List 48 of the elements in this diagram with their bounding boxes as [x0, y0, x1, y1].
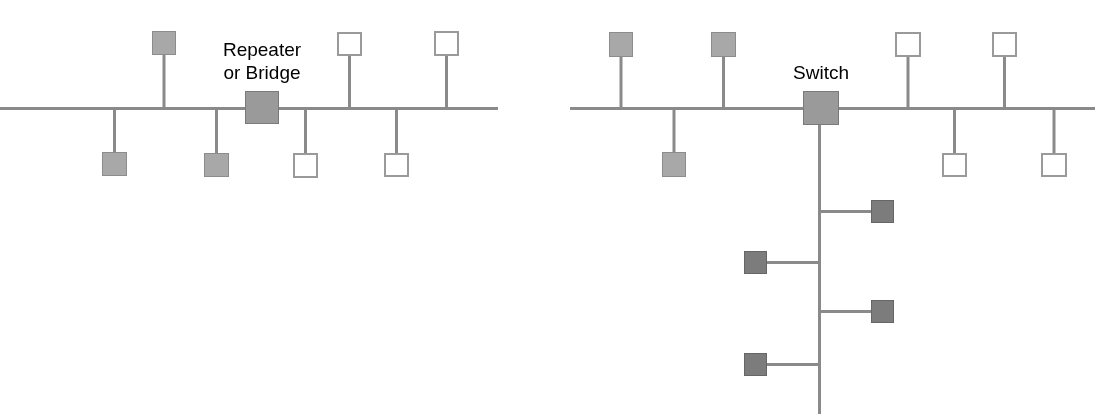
- cable-line: [113, 110, 116, 152]
- cable-line: [767, 261, 818, 264]
- cable-line: [1003, 57, 1006, 107]
- device-label: Repeater or Bridge: [221, 38, 303, 84]
- cable-line: [672, 110, 676, 152]
- station-box: [942, 153, 967, 177]
- cable-line: [215, 110, 218, 153]
- station-box: [871, 300, 894, 323]
- cable-line: [304, 110, 307, 153]
- station-box: [204, 153, 229, 177]
- cable-line: [821, 310, 871, 313]
- cable-line: [1052, 110, 1056, 153]
- cable-line: [839, 107, 847, 110]
- bus-line: [0, 107, 237, 110]
- station-box: [434, 31, 459, 56]
- cable-line: [162, 55, 166, 107]
- station-box: [895, 32, 921, 57]
- cable-line: [767, 363, 818, 366]
- station-box: [871, 200, 894, 223]
- device-label: Switch: [792, 61, 850, 84]
- cable-line: [395, 110, 398, 153]
- station-box: [662, 152, 686, 177]
- station-box: [992, 32, 1017, 57]
- cable-line: [906, 57, 910, 107]
- station-box: [337, 32, 362, 56]
- station-box: [1041, 153, 1067, 177]
- station-box: [711, 32, 736, 57]
- cable-line: [818, 125, 821, 133]
- cable-line: [953, 110, 956, 153]
- cable-line: [279, 107, 287, 110]
- station-box: [293, 153, 318, 178]
- station-box: [102, 152, 127, 176]
- bus-line: [570, 107, 795, 110]
- cable-line: [722, 57, 725, 107]
- bus-line: [847, 107, 1095, 110]
- station-box: [609, 32, 633, 57]
- cable-line: [445, 56, 448, 107]
- bus-line: [818, 133, 821, 414]
- cable-line: [237, 107, 245, 110]
- station-box: [384, 153, 409, 177]
- cable-line: [795, 107, 803, 110]
- station-box: [152, 31, 176, 55]
- cable-line: [348, 56, 351, 107]
- cable-line: [821, 210, 871, 213]
- station-box: [744, 353, 767, 376]
- station-box: [744, 251, 767, 274]
- bus-line: [287, 107, 498, 110]
- cable-line: [619, 57, 623, 107]
